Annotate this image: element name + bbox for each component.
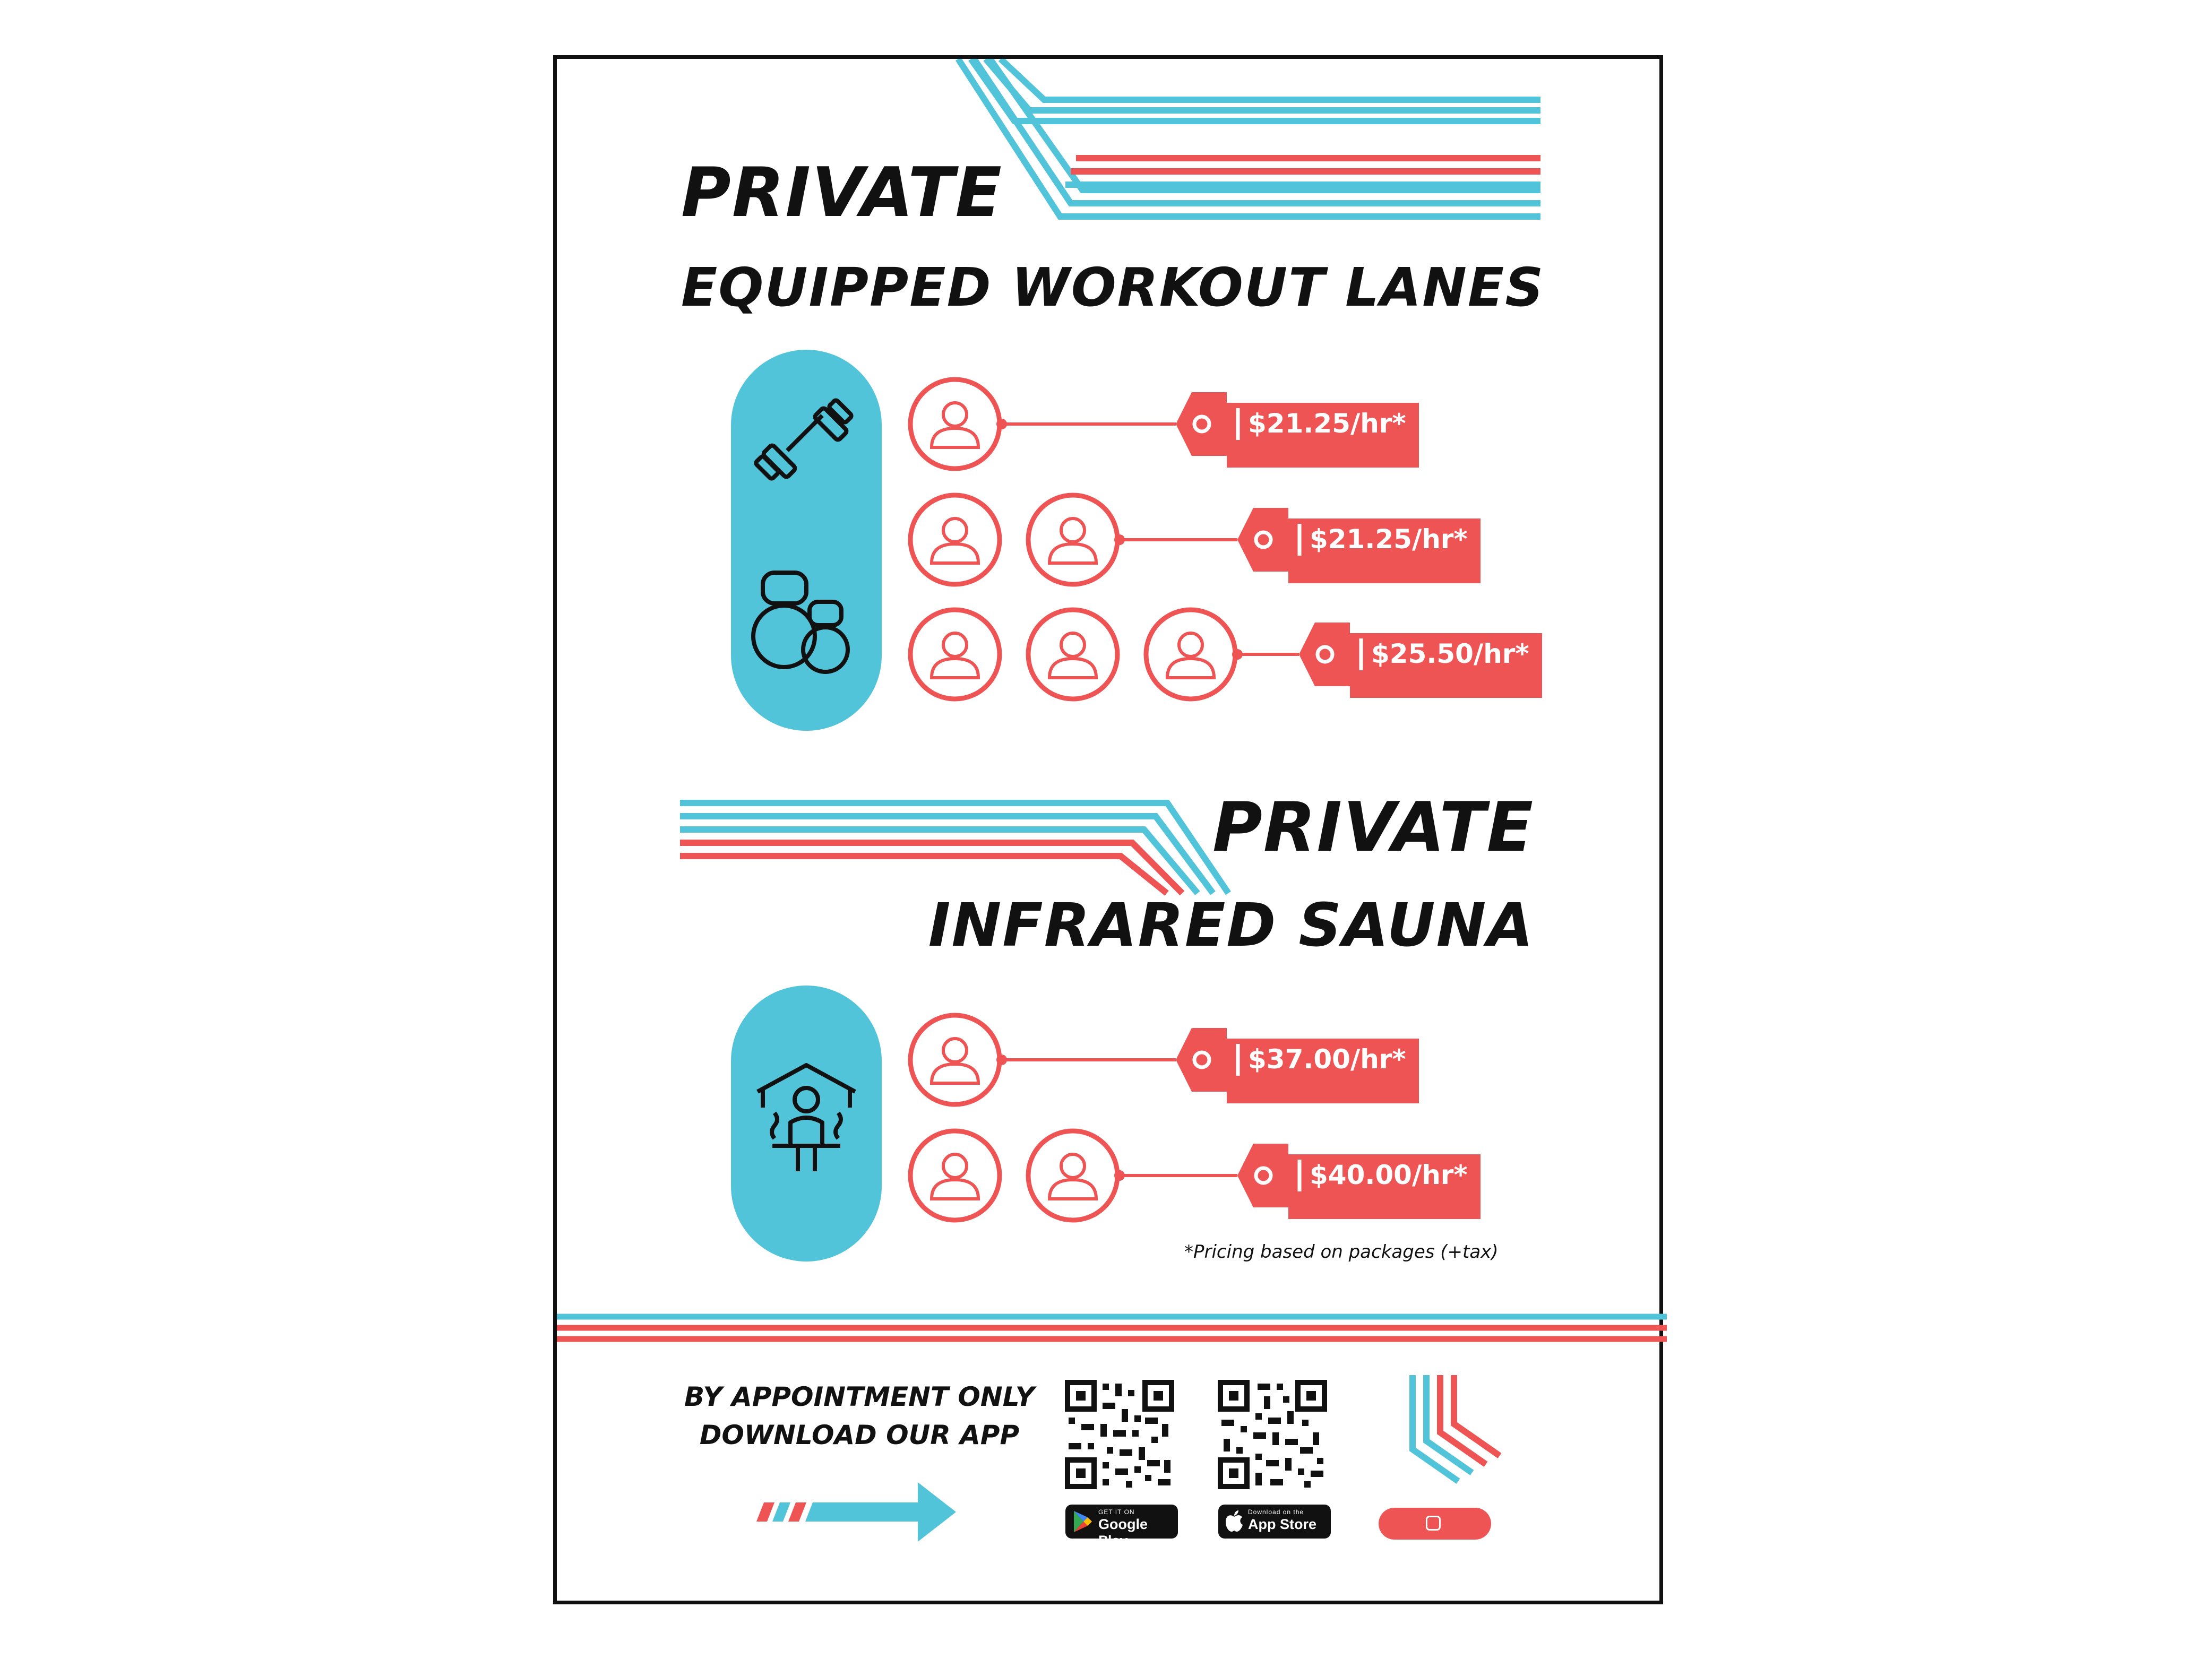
barbell-icon (754, 398, 854, 481)
section2-eyebrow: PRIVATE (1212, 788, 1534, 867)
instagram-icon (1426, 1515, 1441, 1531)
google-play-badge[interactable]: GET IT ON Google Play (1065, 1505, 1178, 1549)
poster: PRIVATE EQUIPPED WORKOUT LANES (553, 55, 1667, 1604)
sauna-tier-1-person: $37.00/hr* (908, 1013, 1419, 1107)
section1-tiers: $21.25/hr* $21.25/hr* (908, 377, 1542, 702)
app-store-label: App Store (1248, 1516, 1317, 1532)
price-tag: $40.00/hr* (1237, 1144, 1481, 1219)
price-1: $21.25/hr* (1248, 408, 1406, 439)
download-arrow-icon (756, 1482, 956, 1542)
section1-icon-pill (731, 350, 882, 731)
person-icon (908, 1128, 1002, 1223)
person-icon (908, 607, 1002, 702)
price-tag: $21.25/hr* (1237, 508, 1481, 583)
instagram-handle: @TRAININGLANE (1379, 1548, 1509, 1564)
sauna-price-1: $37.00/hr* (1248, 1044, 1406, 1075)
instagram-handle-badge[interactable]: @TRAININGLANE (1379, 1508, 1508, 1564)
pricing-footnote: *Pricing based on packages (+tax) (1184, 1241, 1499, 1263)
section1-title: EQUIPPED WORKOUT LANES (681, 256, 1545, 318)
google-play-icon (1074, 1511, 1092, 1532)
google-play-small-label: GET IT ON (1098, 1508, 1135, 1516)
app-store-small-label: Download on the (1248, 1508, 1304, 1516)
app-store-badge[interactable]: Download on the App Store (1218, 1505, 1331, 1539)
price-3: $25.50/hr* (1371, 638, 1529, 669)
google-play-label: Google Play (1098, 1516, 1148, 1549)
person-icon (1143, 607, 1238, 702)
traininglane-logo-icon (1409, 1375, 1502, 1484)
tier-3-people: $25.50/hr* (908, 607, 1542, 702)
person-icon (1026, 607, 1120, 702)
tier-1-person: $21.25/hr* (908, 377, 1419, 471)
kettlebell-icon (751, 571, 850, 674)
price-2: $21.25/hr* (1310, 524, 1468, 555)
qr-codes (1065, 1380, 1327, 1489)
sauna-price-2: $40.00/hr* (1310, 1160, 1468, 1190)
person-icon (908, 492, 1002, 587)
section1-eyebrow: PRIVATE (681, 153, 1003, 232)
section2-icon-pill (731, 986, 882, 1261)
app-store-qr-code (1218, 1380, 1327, 1489)
apple-icon (1226, 1510, 1243, 1532)
sauna-icon (756, 1063, 856, 1171)
google-play-qr-code (1065, 1380, 1174, 1489)
cta-line1: BY APPOINTMENT ONLY (684, 1381, 1035, 1412)
price-tag: $21.25/hr* (1176, 392, 1419, 468)
section2-title: INFRARED SAUNA (928, 891, 1534, 960)
decorative-stripes (557, 59, 1667, 1342)
tier-2-people: $21.25/hr* (908, 492, 1481, 587)
section2-tiers: $37.00/hr* $40.00/hr* (908, 1013, 1481, 1223)
section1-icons (751, 398, 854, 674)
sauna-tier-2-people: $40.00/hr* (908, 1128, 1481, 1223)
price-tag: $37.00/hr* (1176, 1028, 1419, 1103)
cta-line2: DOWNLOAD OUR APP (699, 1420, 1020, 1450)
price-tag: $25.50/hr* (1299, 623, 1542, 698)
